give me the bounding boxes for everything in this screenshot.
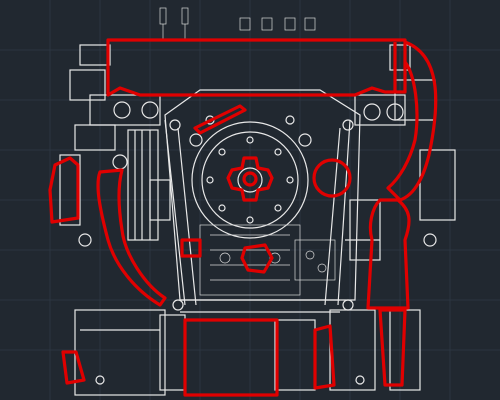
intake-manifold[interactable] <box>106 38 407 97</box>
left-coolant-hose[interactable] <box>96 168 167 307</box>
lower-radiator-hose[interactable] <box>366 198 411 310</box>
small-tensioner[interactable] <box>180 238 202 258</box>
oil-pan[interactable] <box>183 318 279 397</box>
crank-pulley-center <box>242 171 258 187</box>
left-mount-pad[interactable] <box>313 324 336 390</box>
timing-cover-bracket[interactable] <box>193 104 247 135</box>
alternator[interactable] <box>48 156 80 224</box>
crank-pulley-hub[interactable] <box>226 156 274 202</box>
right-filter[interactable] <box>378 308 407 387</box>
lower-detail <box>199 224 336 296</box>
lower-left-bracket[interactable] <box>61 350 86 385</box>
belt-frame <box>164 119 351 313</box>
oil-pan-outline <box>74 309 421 396</box>
right-head <box>345 44 456 261</box>
engine-linework <box>59 7 456 396</box>
top-connectors <box>159 7 316 40</box>
thermostat-housing[interactable] <box>312 158 352 198</box>
left-head <box>59 44 171 247</box>
highlighted-parts[interactable] <box>48 38 438 397</box>
water-pump-outlet[interactable] <box>240 243 274 274</box>
